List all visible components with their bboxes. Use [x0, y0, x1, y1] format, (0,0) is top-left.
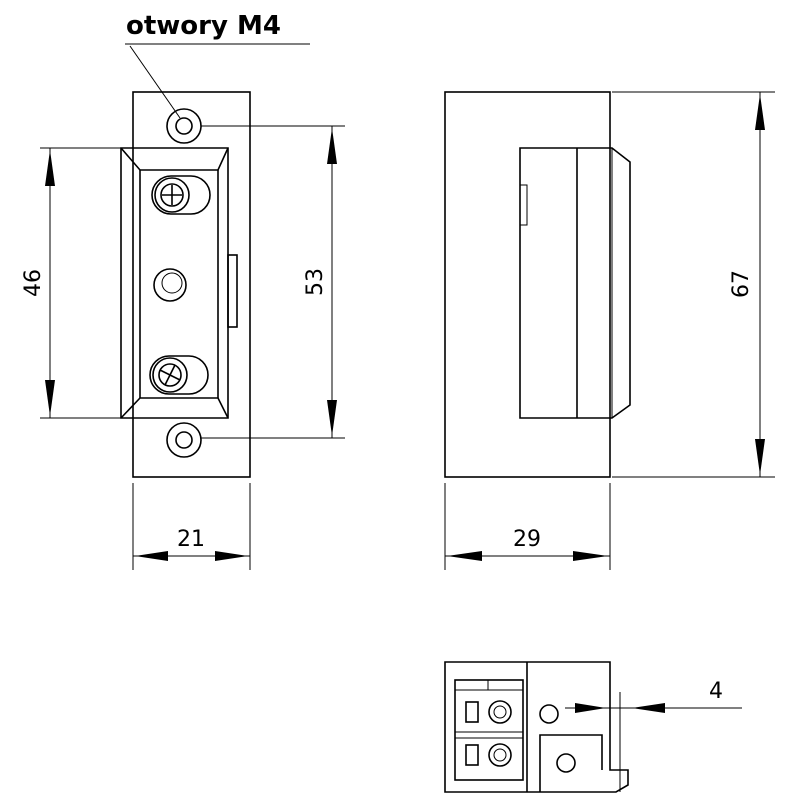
terminal-1 — [465, 700, 512, 724]
dimension-53: 53 — [201, 125, 345, 439]
dimension-21-label: 21 — [177, 527, 205, 552]
bottom-upper-hole — [539, 704, 559, 724]
terminal-2 — [465, 743, 512, 767]
holes-label: otwory M4 — [126, 11, 281, 41]
dimension-29-label: 29 — [513, 527, 541, 552]
side-strike-notch — [519, 184, 528, 226]
front-view: otwory M4 46 53 21 — [21, 11, 345, 570]
dimension-46: 46 — [21, 147, 121, 419]
holes-leader-line — [129, 45, 181, 119]
front-side-tab — [227, 254, 238, 328]
top-adjust-screw — [151, 175, 211, 215]
side-view: 67 29 — [444, 91, 775, 570]
bottom-mounting-hole — [166, 422, 202, 458]
bottom-view: 4 — [444, 661, 742, 793]
bottom-housing-outline — [444, 661, 629, 793]
dimension-29: 29 — [444, 483, 611, 570]
side-strike-body — [519, 147, 631, 419]
bottom-right-compartment — [539, 734, 603, 792]
front-strike-bottom-bevel — [120, 397, 229, 419]
bottom-adjust-screw — [149, 355, 209, 395]
dimension-53-label: 53 — [303, 268, 328, 296]
dimension-67: 67 — [612, 91, 775, 478]
dimension-21: 21 — [132, 483, 251, 570]
terminal-block — [454, 679, 524, 781]
dimension-46-label: 46 — [21, 269, 46, 297]
center-hole — [153, 268, 187, 302]
front-strike-top-bevel — [120, 147, 229, 171]
bottom-lower-hole — [556, 753, 576, 773]
dimension-4: 4 — [565, 679, 742, 713]
dimension-67-label: 67 — [729, 270, 754, 298]
front-mounting-plate — [132, 91, 251, 478]
dimension-4-label: 4 — [709, 679, 723, 704]
top-mounting-hole — [166, 108, 202, 144]
side-mounting-plate — [444, 91, 611, 478]
